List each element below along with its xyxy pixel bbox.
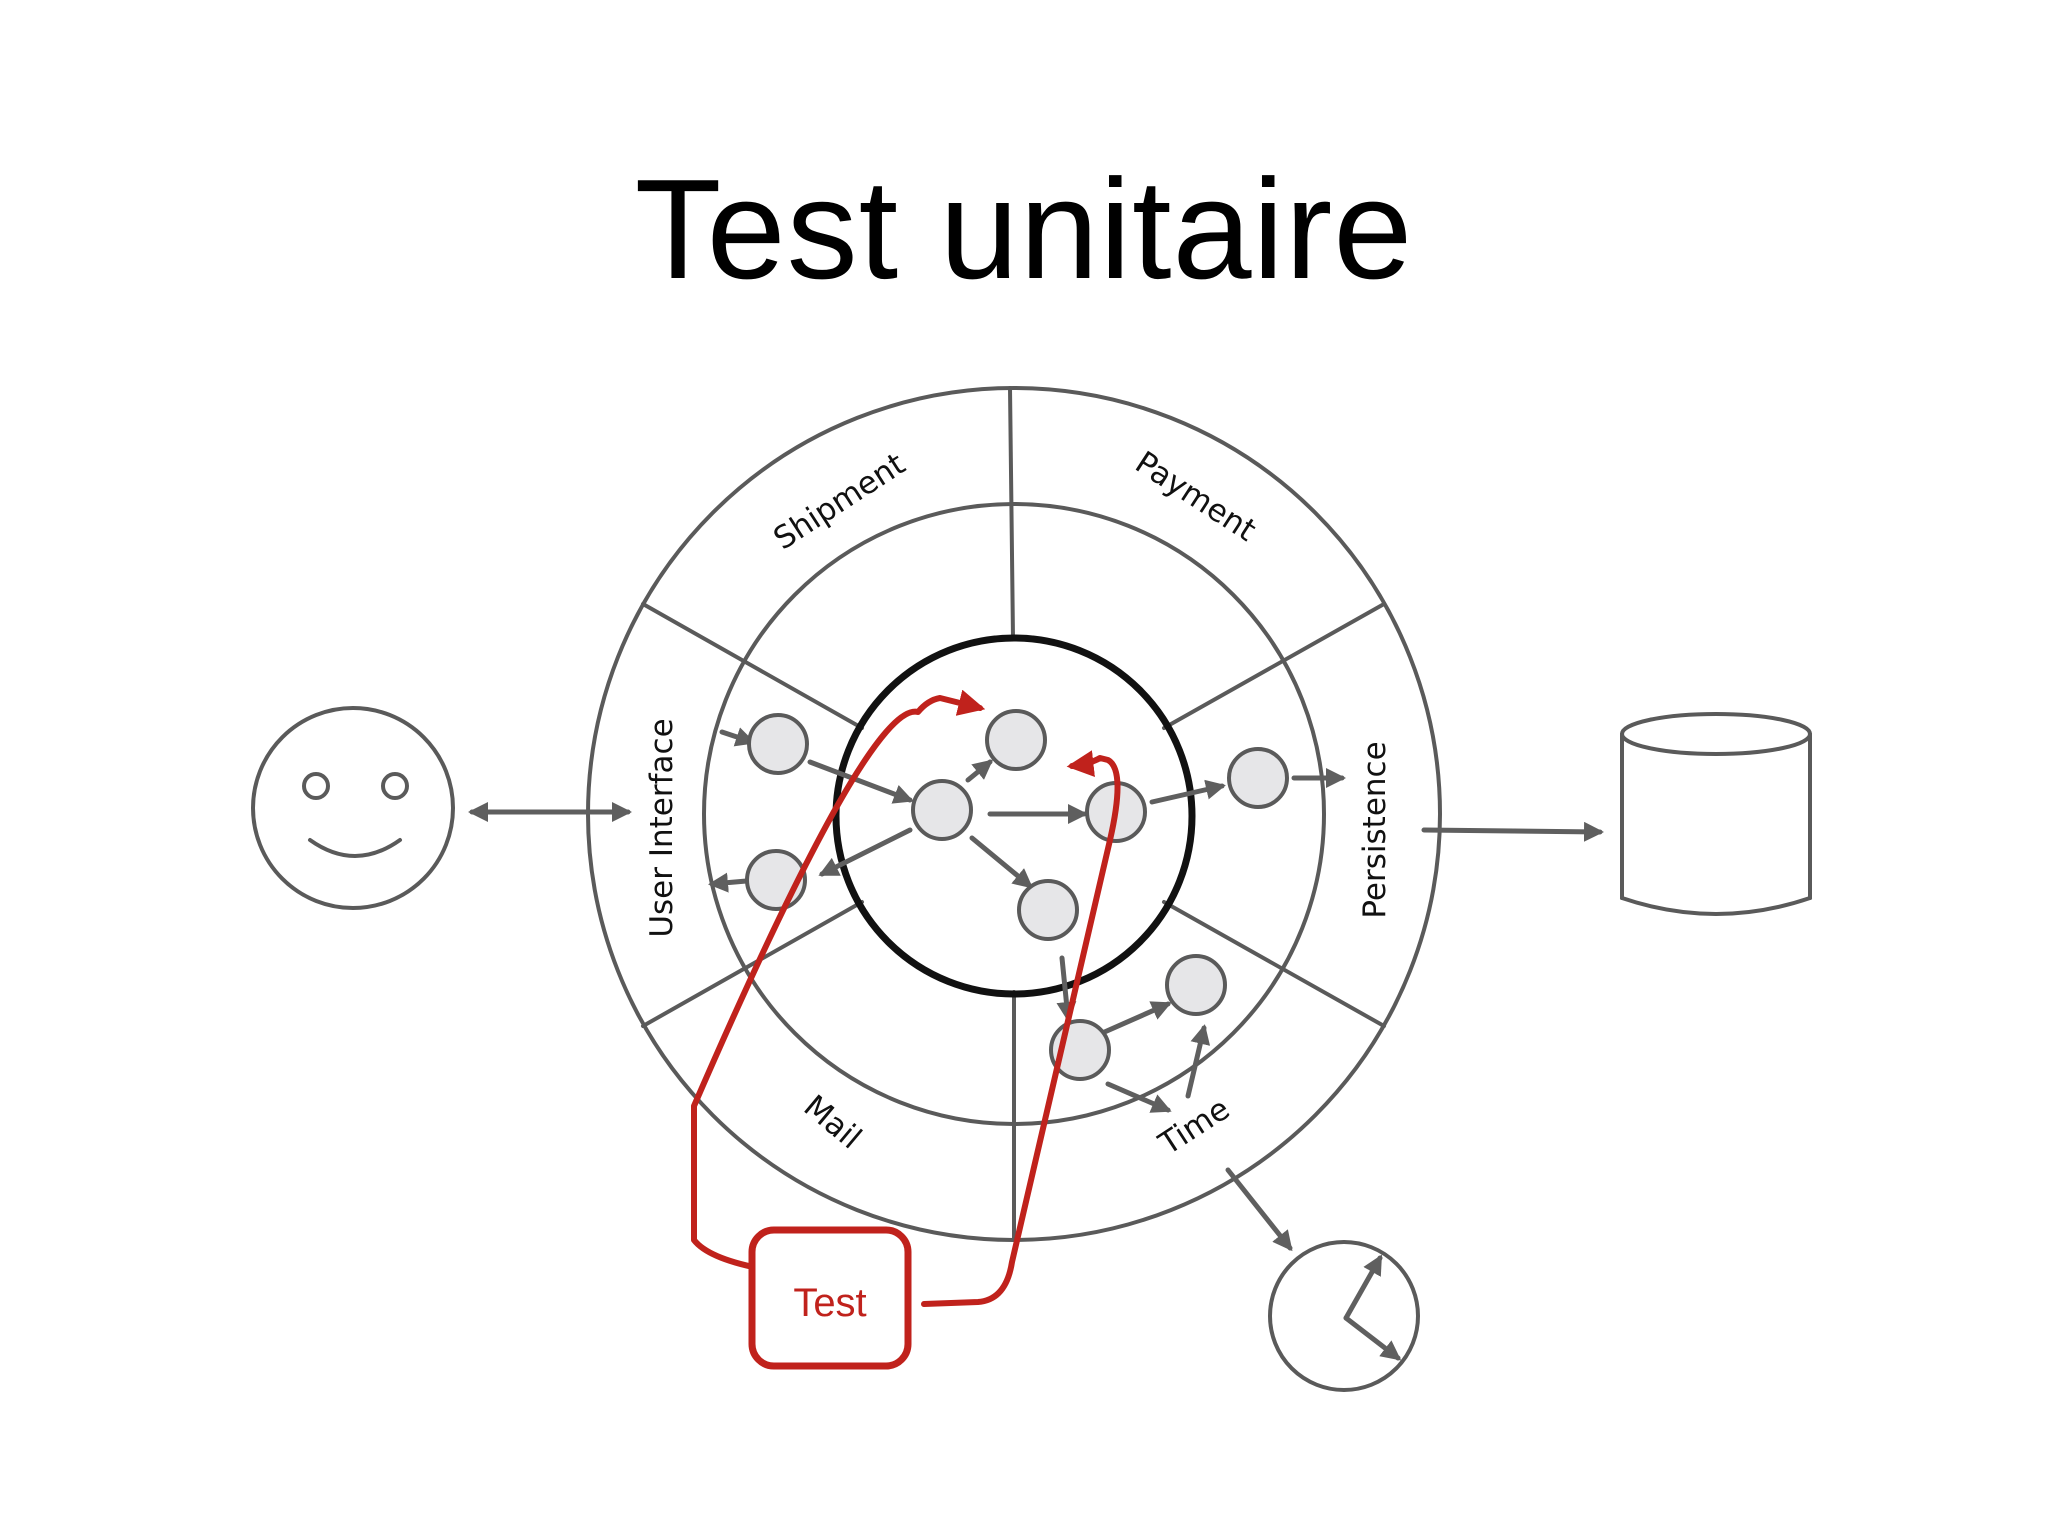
flow-arrows — [708, 727, 1346, 1113]
test-call-right-path — [921, 750, 1121, 1307]
time-label: Time — [1152, 1091, 1236, 1163]
time-clock-arrow — [1225, 1167, 1293, 1252]
test-box-label: Test — [793, 1281, 866, 1325]
node-core-top — [985, 709, 1047, 771]
node-core-left — [911, 779, 973, 841]
test-call-left-path — [691, 689, 986, 1271]
smiley-face-icon — [251, 706, 455, 910]
shipment-label: Shipment — [767, 446, 911, 557]
core-ring — [832, 634, 1196, 998]
segment-dividers — [641, 386, 1386, 1242]
node-time-top — [1165, 954, 1227, 1016]
slide-title: Test unitaire — [634, 150, 1414, 309]
node-ui-top — [747, 713, 809, 775]
user-interface-label: User Interface — [644, 718, 680, 937]
test-box — [748, 1226, 912, 1370]
mail-label: Mail — [797, 1088, 868, 1156]
test-calls: Test — [691, 689, 1121, 1370]
persistence-database-arrow — [1421, 821, 1604, 842]
node-persistence — [1227, 747, 1289, 809]
database-cylinder-icon — [1620, 712, 1812, 916]
persistence-label: Persistence — [1357, 741, 1393, 918]
clock-icon — [1268, 1240, 1420, 1392]
node-core-bottom — [1017, 879, 1079, 941]
